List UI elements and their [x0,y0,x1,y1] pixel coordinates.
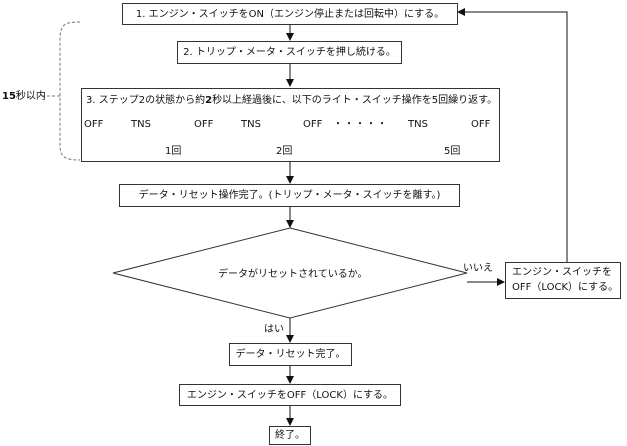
retry-line-2: OFF（LOCK）にする。 [512,282,619,293]
decision-text: データがリセットされているか。 [218,269,368,280]
step-3-title: 3. ステップ2の状態から約2秒以上経過後に、以下のライト・スイッチ操作を5回繰… [86,95,498,106]
retry-box: エンジン・スイッチを OFF（LOCK）にする。 [505,262,621,299]
seq-off-5: OFF [471,119,491,130]
retry-line-1: エンジン・スイッチを [512,267,612,278]
seq-tns-5: TNS [408,119,428,130]
reset-complete-text: データ・リセット完了。 [235,349,346,360]
seq-start-off: OFF [84,119,104,130]
count-2: 2回 [276,146,293,157]
step-3-box: 3. ステップ2の状態から約2秒以上経過後に、以下のライト・スイッチ操作を5回繰… [81,88,500,162]
step-1-text: 1. エンジン・スイッチをON（エンジン停止または回転中）にする。 [135,8,445,20]
seq-off-2: OFF [303,119,323,130]
step-4-text: データ・リセット操作完了。(トリップ・メータ・スイッチを離す。) [138,190,441,201]
yes-label: はい [264,324,284,335]
engine-off-text: エンジン・スイッチをOFF（LOCK）にする。 [186,389,394,401]
step-2-box: 2. トリップ・メータ・スイッチを押し続ける。 [177,41,402,64]
seq-tns-1: TNS [131,119,151,130]
reset-complete-box: データ・リセット完了。 [229,343,352,366]
step-1-box: 1. エンジン・スイッチをON（エンジン停止または回転中）にする。 [122,3,458,25]
count-5: 5回 [444,146,461,157]
step-2-text: 2. トリップ・メータ・スイッチを押し続ける。 [183,47,396,58]
seq-tns-2: TNS [241,119,261,130]
engine-off-box: エンジン・スイッチをOFF（LOCK）にする。 [179,384,401,406]
count-1: 1回 [165,146,182,157]
end-box: 終了。 [269,426,311,445]
no-label: いいえ [463,263,493,274]
step-4-box: データ・リセット操作完了。(トリップ・メータ・スイッチを離す。) [119,184,460,207]
time-bracket [59,21,81,161]
time-limit-label: 15秒以内 [2,91,46,102]
seq-off-1: OFF [194,119,214,130]
end-text: 終了。 [275,430,305,441]
decision-diamond [112,227,468,319]
loop-back-line [457,8,568,262]
seq-dots: ・・・・・ [333,119,388,130]
